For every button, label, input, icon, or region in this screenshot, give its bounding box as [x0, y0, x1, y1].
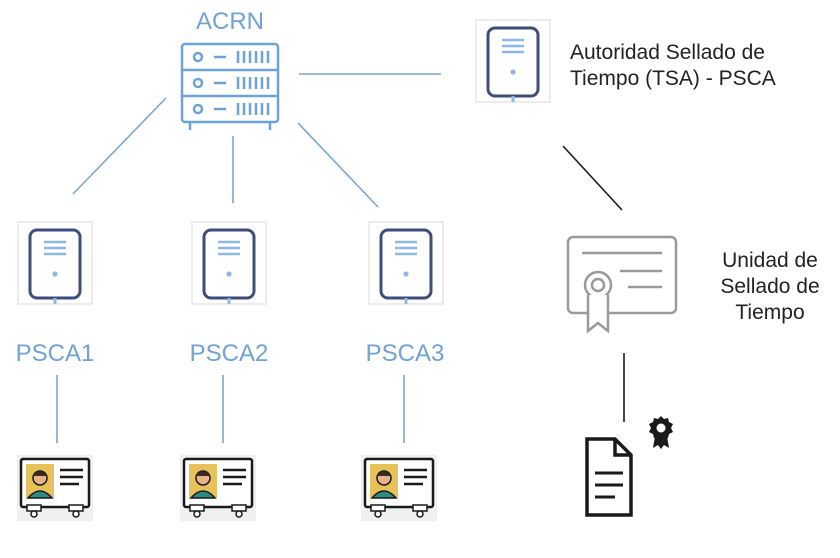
id-card-icon: [15, 453, 95, 523]
stamp-unit-label-line1: Unidad de: [722, 249, 818, 272]
connector-acrn-psca3: [297, 122, 379, 208]
tsa-label-line1: Autoridad Sellado de: [570, 41, 765, 64]
tsa-label: Autoridad Sellado de Tiempo (TSA) - PSCA: [570, 40, 776, 92]
acrn-label: ACRN: [195, 8, 264, 35]
stamp-unit-label-line2: Sellado de: [720, 275, 820, 298]
psca2-label: PSCA2: [189, 340, 269, 367]
certificate-icon: [566, 235, 678, 334]
connector-tsa-stamp: [562, 145, 623, 211]
psca1-label: PSCA1: [15, 340, 95, 367]
connectors: [56, 73, 441, 443]
server-tower-icon: [190, 220, 268, 306]
server-tower-icon: [16, 220, 94, 306]
server-tower-icon: [367, 220, 445, 306]
psca3-label: PSCA3: [365, 340, 445, 367]
stamp-unit-label: Unidad de Sellado de Tiempo: [700, 248, 840, 326]
document-icon: [585, 437, 633, 517]
connector-acrn-psca1: [72, 97, 167, 195]
id-card-icon: [178, 453, 258, 523]
id-card-icon: [359, 453, 439, 523]
stamp-unit-label-line3: Tiempo: [735, 301, 805, 324]
award-badge-icon: [649, 416, 673, 449]
server-rack-icon: [180, 42, 280, 130]
tsa-label-line2: Tiempo (TSA) - PSCA: [570, 67, 776, 90]
server-tower-icon: [474, 18, 552, 104]
